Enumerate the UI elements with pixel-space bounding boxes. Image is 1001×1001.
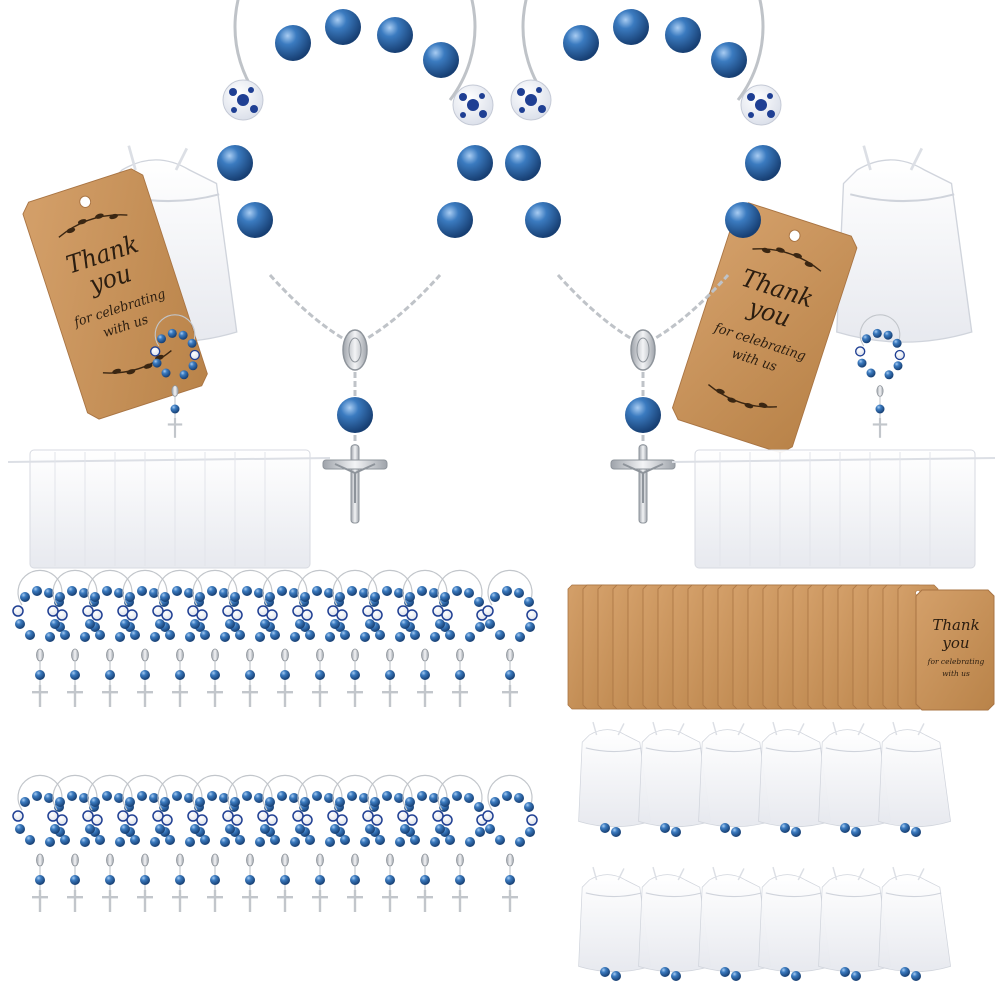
bag-with-tag-right: Thank you for celebrating with us: [668, 144, 974, 457]
rosary-row-bottom: [12, 774, 538, 913]
svg-text:you: you: [941, 634, 969, 652]
kraft-tag-icon: Thank you for celebrating with us: [19, 165, 211, 423]
svg-text:Thank: Thank: [932, 616, 979, 634]
organza-bag-stack-left: [7, 449, 331, 569]
organza-bag-grid: [577, 721, 952, 981]
kraft-tag-icon: Thank you for celebrating with us: [668, 199, 861, 457]
kraft-tag-icon: Thank you for celebrating with us: [915, 589, 995, 711]
rosary-row-top: [12, 569, 538, 708]
svg-text:with us: with us: [942, 669, 970, 678]
kraft-tag-stack: Thank you for celebrating with us: [567, 584, 995, 711]
organza-bag-stack-right: [671, 449, 996, 569]
rosary-bracelet-icon: [215, 0, 495, 525]
svg-text:for celebrating: for celebrating: [927, 657, 985, 666]
bag-with-tag-left: Thank you for celebrating with us: [19, 144, 239, 439]
